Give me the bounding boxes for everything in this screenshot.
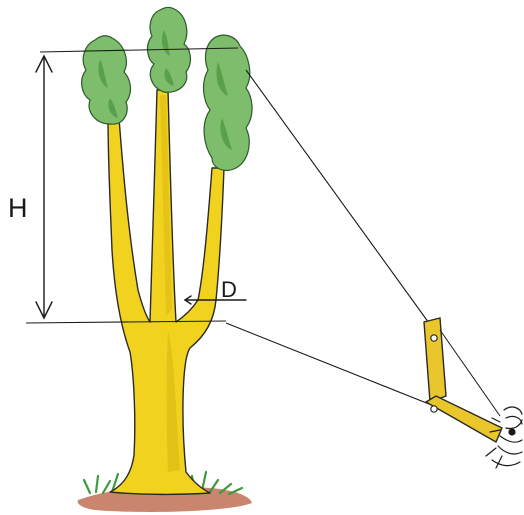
- tree-trunk: [108, 90, 224, 494]
- height-label: H: [8, 193, 28, 223]
- diameter-label: D: [221, 277, 237, 302]
- sight-line-to-base: [226, 323, 434, 406]
- sight-line-to-top: [246, 70, 434, 330]
- tree-crown-right: [204, 35, 253, 170]
- height-dimension-arrow: [36, 56, 52, 318]
- tree-crown-left: [82, 36, 131, 124]
- hypsometer-instrument: [424, 318, 502, 442]
